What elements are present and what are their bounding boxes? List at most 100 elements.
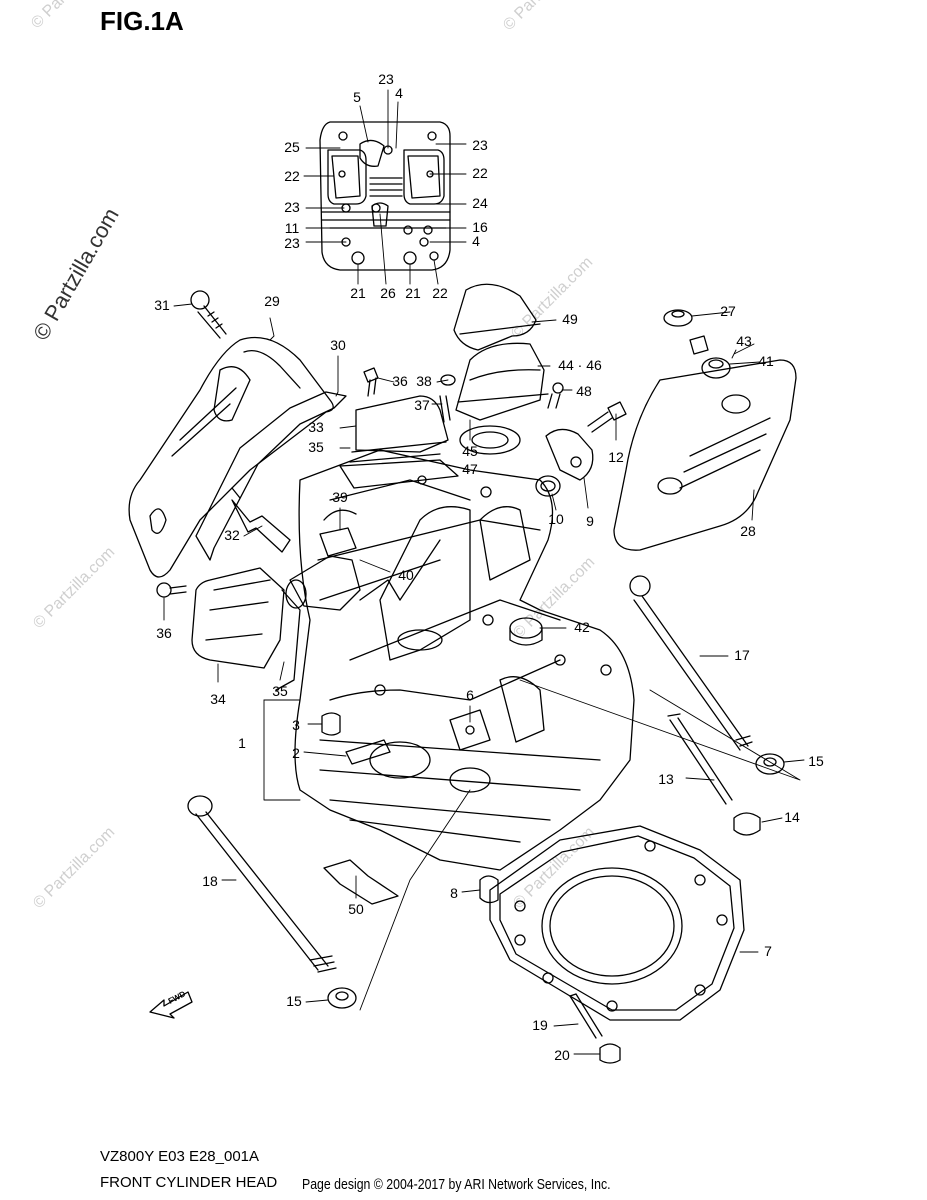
callout-label: 32 xyxy=(224,527,240,543)
callout-label: 22 xyxy=(432,285,448,301)
part-36-bolt xyxy=(156,582,187,598)
callout-label: 48 xyxy=(576,383,592,399)
callout-label: 22 xyxy=(472,165,488,181)
part-19-stud xyxy=(569,993,603,1039)
callout-label: 7 xyxy=(764,943,772,959)
callout-label: 47 xyxy=(462,461,478,477)
callout-label: 11 xyxy=(285,220,300,236)
part-42-plug xyxy=(509,617,543,646)
part-9-bracket xyxy=(535,428,594,497)
model-code: VZ800Y E03 E28_001A xyxy=(100,1148,260,1165)
callout-label: 21 xyxy=(405,285,421,301)
callout-label: 12 xyxy=(608,449,624,465)
callout-label: 6 xyxy=(466,687,474,703)
callout-label: 37 xyxy=(414,397,430,413)
callout-label: 40 xyxy=(398,567,414,583)
callout-label: 45 xyxy=(462,443,478,459)
callout-label: 50 xyxy=(348,901,364,917)
callout-label: 3 xyxy=(292,717,300,733)
callout-label: 24 xyxy=(472,195,488,211)
callout-label: 39 xyxy=(332,489,348,505)
part-17-bolt xyxy=(629,575,753,751)
parts-27-43-41 xyxy=(663,309,731,379)
part-13-stud xyxy=(667,713,733,805)
page-credit: Page design © 2004-2017 by ARI Network S… xyxy=(302,1176,611,1193)
callout-label: 30 xyxy=(330,337,346,353)
part-15-washer-left xyxy=(327,987,357,1009)
figure-title: FIG.1A xyxy=(100,6,184,36)
callout-label: 1 xyxy=(238,735,246,751)
callout-label: 42 xyxy=(574,619,590,635)
part-31-bolt xyxy=(190,290,227,339)
part-7-head-gasket xyxy=(489,825,745,1021)
callout-label: 22 xyxy=(284,168,300,184)
callout-label: 15 xyxy=(808,753,824,769)
callout-label: 43 xyxy=(736,333,752,349)
part-50-plate xyxy=(323,859,399,905)
part-18-bolt xyxy=(187,795,337,973)
callout-label: 29 xyxy=(264,293,280,309)
callout-label: 5 xyxy=(353,89,361,105)
callout-label: 36 xyxy=(156,625,172,641)
callout-label: 23 xyxy=(378,71,394,87)
callout-label: 31 xyxy=(154,297,170,313)
callout-label: 17 xyxy=(734,647,750,663)
part-15-washer-right xyxy=(755,753,785,775)
section-name: FRONT CYLINDER HEAD xyxy=(100,1174,278,1191)
part-20-nut xyxy=(599,1043,621,1064)
part-48-bolt xyxy=(547,382,564,409)
callout-label: 25 xyxy=(284,139,300,155)
callout-label: 10 xyxy=(548,511,564,527)
callout-label: 27 xyxy=(720,303,736,319)
callout-label: 13 xyxy=(658,771,674,787)
callout-label: 2 xyxy=(292,745,300,761)
callout-label: 15 xyxy=(286,993,302,1009)
part-34-valve-cover xyxy=(191,567,301,691)
part-28-right-cover xyxy=(613,359,797,551)
part-3-dowel xyxy=(321,712,341,736)
callout-label: 28 xyxy=(740,523,756,539)
part-33-valve-cover xyxy=(339,395,459,489)
callout-label: 38 xyxy=(416,373,432,389)
part-32-spark-plug xyxy=(231,487,291,553)
callout-label: 19 xyxy=(532,1017,548,1033)
part-44-intake-pipe xyxy=(453,283,549,455)
part-2-guide xyxy=(345,739,391,765)
callout-label: 9 xyxy=(586,513,594,529)
part-8-dowel xyxy=(479,875,499,904)
inset-leaders xyxy=(303,89,467,285)
part-12-bolt xyxy=(587,401,627,433)
part-37-38-bolts xyxy=(439,374,456,423)
callout-leaders xyxy=(163,303,805,1055)
callout-label: 33 xyxy=(308,419,324,435)
fwd-arrow-icon xyxy=(149,991,193,1019)
callout-label: 18 xyxy=(202,873,218,889)
part-29-side-cover xyxy=(128,336,334,578)
callout-label: 41 xyxy=(758,353,774,369)
part-1-cylinder-head xyxy=(294,449,635,871)
part-30-gasket xyxy=(195,391,347,561)
callout-label: 23 xyxy=(284,235,300,251)
callout-label: 23 xyxy=(472,137,488,153)
callout-label: 4 xyxy=(472,233,480,249)
part-36-top-bolt xyxy=(363,367,379,397)
callout-label: 49 xyxy=(562,311,578,327)
head-top-view xyxy=(319,121,451,271)
callout-label: 34 xyxy=(210,691,226,707)
callout-label: 26 xyxy=(380,285,396,301)
callout-label: 23 xyxy=(284,199,300,215)
part-40-water-outlet xyxy=(285,527,361,611)
callout-label: 20 xyxy=(554,1047,570,1063)
callout-label: 4 xyxy=(395,85,403,101)
callout-label: 21 xyxy=(350,285,366,301)
reference-lines xyxy=(263,679,801,1011)
callout-label: 35 xyxy=(308,439,324,455)
callout-label: 36 xyxy=(392,373,408,389)
callout-label: 44 · 46 xyxy=(558,357,602,373)
callout-label: 14 xyxy=(784,809,800,825)
part-14-nut xyxy=(733,812,761,836)
callout-label: 35 xyxy=(272,683,288,699)
